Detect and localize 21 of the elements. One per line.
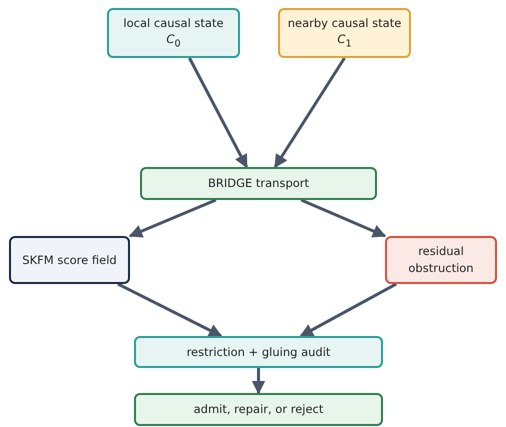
process-box <box>134 393 383 426</box>
arrow <box>300 198 386 238</box>
state-box <box>107 8 240 58</box>
node-label: nearby causal state C$_{1}$ <box>286 14 402 52</box>
node-label: BRIDGE transport <box>206 175 310 192</box>
arrow <box>188 57 248 168</box>
node-label: residual obstruction <box>407 243 475 277</box>
process-box <box>9 236 130 284</box>
process-box <box>140 167 377 200</box>
process-box <box>134 336 383 368</box>
arrow <box>274 57 346 168</box>
arrow <box>117 282 222 338</box>
node-label: SKFM score field <box>21 252 118 268</box>
node-label: restriction + gluing audit <box>186 344 332 360</box>
node-label: local causal state C$_{0}$ <box>122 14 225 52</box>
arrow <box>128 198 216 238</box>
arrow <box>252 368 266 394</box>
state-box <box>278 8 411 58</box>
node-label: admit, repair, or reject <box>192 401 324 418</box>
process-box <box>385 236 497 284</box>
arrow <box>300 282 397 338</box>
